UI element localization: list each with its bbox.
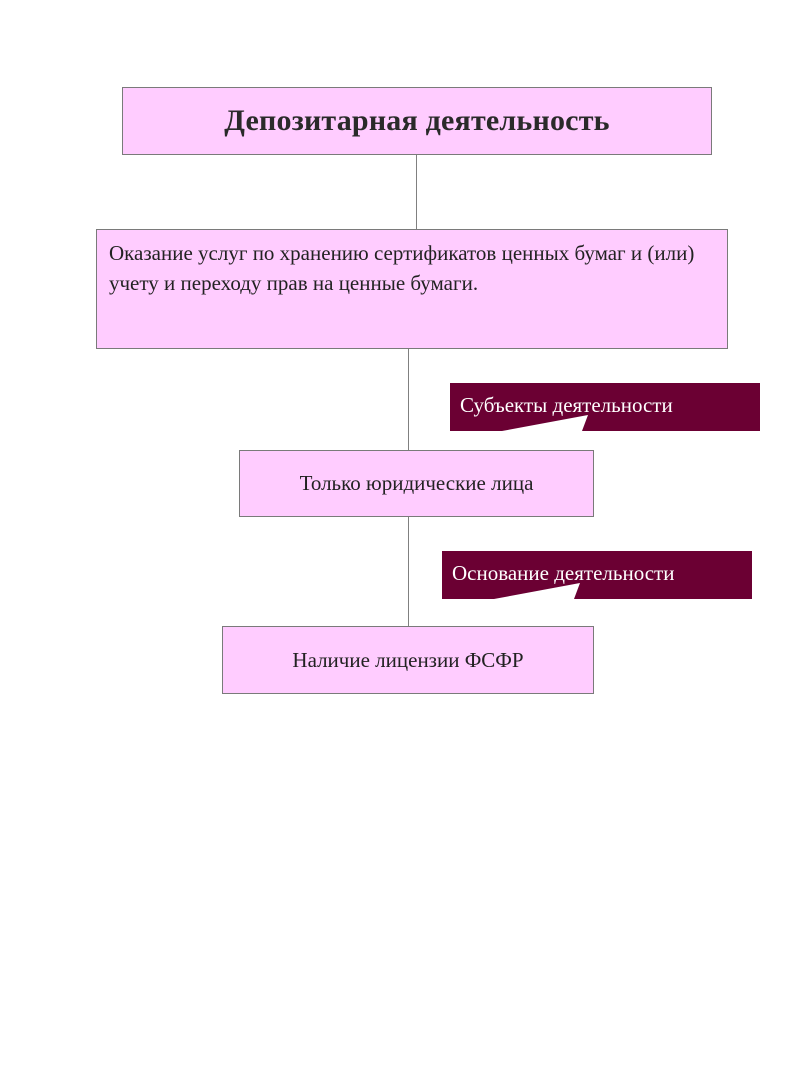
connector-title-to-description — [416, 155, 417, 229]
description-box: Оказание услуг по хранению сертификатов … — [96, 229, 728, 349]
connector-subjects-to-basis — [408, 517, 409, 626]
basis-callout: Основание деятельности — [442, 551, 753, 601]
basis-callout-polygon — [442, 551, 752, 599]
diagram-title: Депозитарная деятельность — [224, 104, 610, 137]
connector-description-to-subjects — [408, 349, 409, 450]
basis-box: Наличие лицензии ФСФР — [222, 626, 594, 694]
description-text: Оказание услуг по хранению сертификатов … — [109, 241, 695, 295]
diagram-title-box: Депозитарная деятельность — [122, 87, 712, 155]
basis-callout-label: Основание деятельности — [452, 561, 675, 585]
basis-value: Наличие лицензии ФСФР — [292, 647, 524, 672]
subjects-value: Только юридические лица — [299, 471, 534, 495]
subjects-box: Только юридические лица — [239, 450, 594, 517]
basis-callout-shape — [442, 551, 752, 599]
subjects-callout: Субъекты деятельности — [450, 383, 761, 433]
subjects-callout-label: Субъекты деятельности — [460, 393, 673, 417]
subjects-callout-shape — [450, 383, 760, 431]
subjects-callout-polygon — [450, 383, 760, 431]
